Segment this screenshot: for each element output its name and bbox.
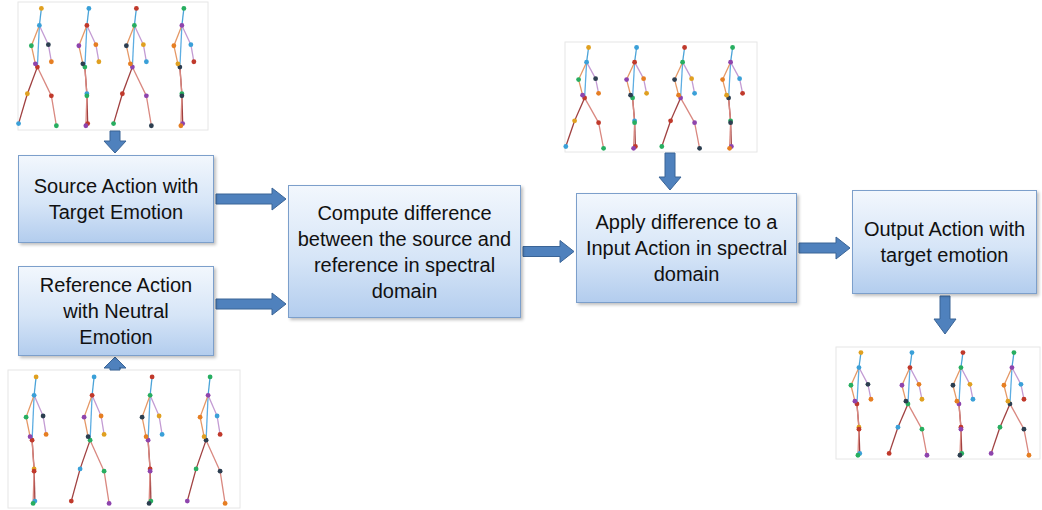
- skeleton-panel: [18, 2, 208, 130]
- image-arrows: [104, 131, 956, 370]
- box-label: Output Action with target emotion: [861, 216, 1028, 268]
- skeleton-figure: [563, 45, 606, 151]
- skeleton-figure: [111, 6, 154, 128]
- box-label: Source Action with Target Emotion: [27, 173, 205, 225]
- flow-arrow: [216, 293, 286, 315]
- skeleton-panel: [8, 370, 240, 508]
- box-label: Reference Action with Neutral Emotion: [27, 272, 205, 350]
- box-label: Compute difference between the source an…: [297, 200, 512, 304]
- box-label: Apply difference to a Input Action in sp…: [585, 209, 788, 287]
- process-box: Source Action with Target Emotion: [18, 155, 214, 243]
- skeleton-panel: [836, 347, 1040, 459]
- flow-arrow: [216, 188, 286, 210]
- skeleton-figure: [720, 45, 745, 151]
- process-box: Compute difference between the source an…: [288, 185, 521, 318]
- skeleton-figure: [140, 375, 165, 506]
- skeleton-figure: [989, 350, 1032, 457]
- skeleton-figure: [624, 45, 649, 151]
- skeleton-figure: [69, 375, 112, 506]
- skeleton-figure: [76, 6, 101, 128]
- skeleton-figure: [171, 6, 196, 128]
- skeleton-figure: [951, 350, 976, 457]
- process-box: Reference Action with Neutral Emotion: [18, 266, 214, 356]
- skeleton-figure: [185, 375, 228, 506]
- process-box: Output Action with target emotion: [852, 190, 1037, 294]
- skeleton-figure: [659, 45, 702, 151]
- skeleton-panel: [565, 42, 757, 152]
- flow-arrow: [799, 237, 850, 259]
- skeleton-figure: [16, 6, 59, 128]
- skeleton-figure: [24, 375, 49, 506]
- process-box: Apply difference to a Input Action in sp…: [576, 193, 797, 303]
- flow-arrow: [523, 241, 574, 263]
- skeleton-figure: [887, 350, 930, 457]
- skeleton-figure: [849, 350, 874, 457]
